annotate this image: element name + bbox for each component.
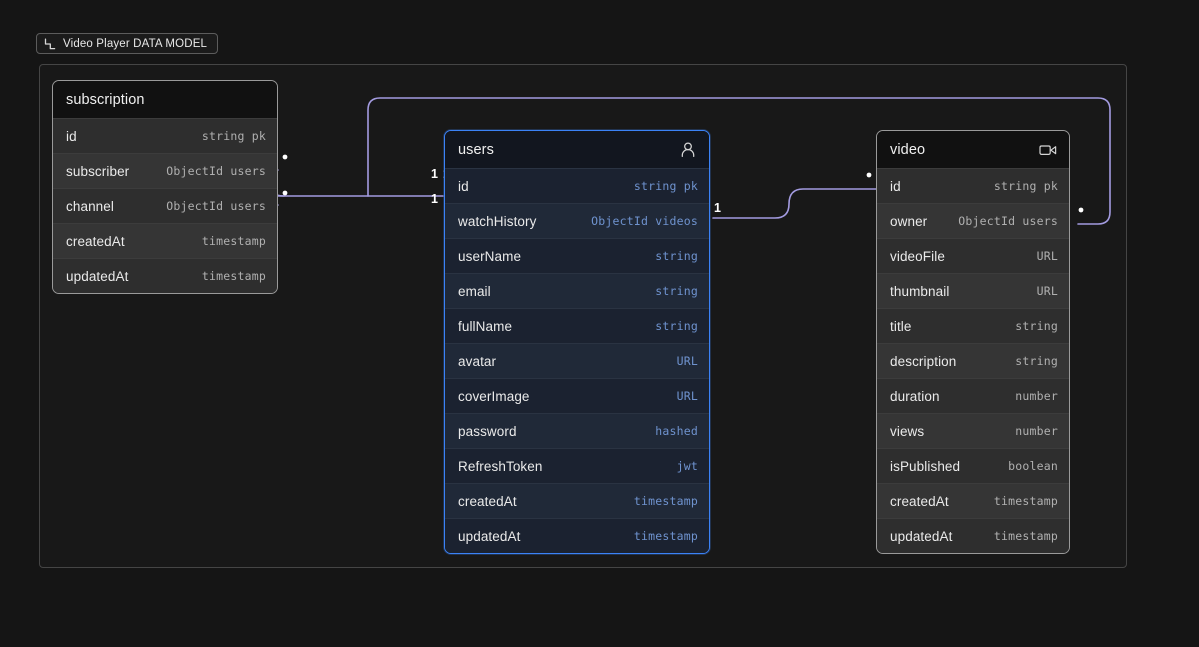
field-type: URL <box>1036 284 1058 298</box>
field-type: jwt <box>676 459 698 473</box>
field-type: string <box>1015 354 1058 368</box>
table-row[interactable]: fullName string <box>445 308 709 343</box>
table-row[interactable]: owner ObjectId users <box>877 203 1069 238</box>
field-name: channel <box>66 198 114 214</box>
table-header: users <box>445 131 709 168</box>
field-name: coverImage <box>458 388 530 404</box>
table-row[interactable]: RefreshToken jwt <box>445 448 709 483</box>
field-name: avatar <box>458 353 497 369</box>
diagram-title-label: Video Player DATA MODEL <box>63 37 208 50</box>
table-row[interactable]: userName string <box>445 238 709 273</box>
table-row[interactable]: email string <box>445 273 709 308</box>
table-row[interactable]: description string <box>877 343 1069 378</box>
field-name: id <box>890 178 901 194</box>
table-title: users <box>458 141 494 158</box>
field-name: createdAt <box>458 493 517 509</box>
table-row[interactable]: updatedAt timestamp <box>53 258 277 293</box>
field-name: createdAt <box>66 233 125 249</box>
table-row[interactable]: updatedAt timestamp <box>877 518 1069 553</box>
field-name: thumbnail <box>890 283 950 299</box>
table-row[interactable]: id string pk <box>877 168 1069 203</box>
field-name: isPublished <box>890 458 961 474</box>
table-row[interactable]: watchHistory ObjectId videos <box>445 203 709 238</box>
field-name: id <box>458 178 469 194</box>
table-row[interactable]: thumbnail URL <box>877 273 1069 308</box>
table-row[interactable]: createdAt timestamp <box>53 223 277 258</box>
step-line-icon <box>44 38 56 49</box>
table-row[interactable]: avatar URL <box>445 343 709 378</box>
field-name: userName <box>458 248 522 264</box>
table-row[interactable]: createdAt timestamp <box>445 483 709 518</box>
field-type: ObjectId users <box>166 164 266 178</box>
field-name: videoFile <box>890 248 945 264</box>
table-title: video <box>890 141 926 158</box>
field-type: timestamp <box>993 529 1058 543</box>
table-row[interactable]: coverImage URL <box>445 378 709 413</box>
field-type: ObjectId videos <box>591 214 698 228</box>
field-name: id <box>66 128 77 144</box>
field-type: timestamp <box>201 269 266 283</box>
user-icon <box>681 141 695 157</box>
field-type: boolean <box>1008 459 1058 473</box>
field-name: duration <box>890 388 940 404</box>
field-name: title <box>890 318 912 334</box>
field-type: number <box>1015 389 1058 403</box>
field-type: string pk <box>993 179 1058 193</box>
cardinality-label: 1 <box>431 167 438 181</box>
field-name: email <box>458 283 491 299</box>
field-type: string pk <box>201 129 266 143</box>
table-row[interactable]: updatedAt timestamp <box>445 518 709 553</box>
table-title: subscription <box>66 91 145 108</box>
table-row[interactable]: id string pk <box>445 168 709 203</box>
field-type: URL <box>676 389 698 403</box>
field-type: number <box>1015 424 1058 438</box>
table-row[interactable]: createdAt timestamp <box>877 483 1069 518</box>
field-type: hashed <box>655 424 698 438</box>
video-camera-icon <box>1039 144 1057 155</box>
field-type: timestamp <box>993 494 1058 508</box>
table-row[interactable]: channel ObjectId users <box>53 188 277 223</box>
table-row[interactable]: password hashed <box>445 413 709 448</box>
table-row[interactable]: subscriber ObjectId users <box>53 153 277 188</box>
table-header: video <box>877 131 1069 168</box>
table-video[interactable]: video id string pk owner ObjectId users … <box>876 130 1070 554</box>
table-row[interactable]: duration number <box>877 378 1069 413</box>
field-name: updatedAt <box>890 528 953 544</box>
field-name: updatedAt <box>66 268 129 284</box>
field-type: timestamp <box>201 234 266 248</box>
field-type: ObjectId users <box>166 199 266 213</box>
field-name: subscriber <box>66 163 130 179</box>
field-name: description <box>890 353 957 369</box>
field-name: password <box>458 423 517 439</box>
table-header: subscription <box>53 81 277 118</box>
table-row[interactable]: isPublished boolean <box>877 448 1069 483</box>
field-type: string pk <box>633 179 698 193</box>
table-row[interactable]: title string <box>877 308 1069 343</box>
field-type: string <box>655 319 698 333</box>
field-type: string <box>655 249 698 263</box>
table-users[interactable]: users id string pk watchHistory ObjectId… <box>444 130 710 554</box>
field-type: timestamp <box>633 529 698 543</box>
table-row[interactable]: views number <box>877 413 1069 448</box>
diagram-title-badge[interactable]: Video Player DATA MODEL <box>36 33 219 54</box>
field-type: URL <box>676 354 698 368</box>
field-type: URL <box>1036 249 1058 263</box>
table-row[interactable]: videoFile URL <box>877 238 1069 273</box>
field-name: owner <box>890 213 928 229</box>
table-subscription[interactable]: subscription id string pk subscriber Obj… <box>52 80 278 294</box>
field-name: updatedAt <box>458 528 521 544</box>
field-name: RefreshToken <box>458 458 543 474</box>
field-name: fullName <box>458 318 513 334</box>
field-name: watchHistory <box>458 213 537 229</box>
field-name: views <box>890 423 925 439</box>
cardinality-label: 1 <box>714 201 721 215</box>
field-type: string <box>1015 319 1058 333</box>
cardinality-label: 1 <box>431 192 438 206</box>
field-type: string <box>655 284 698 298</box>
table-row[interactable]: id string pk <box>53 118 277 153</box>
field-type: timestamp <box>633 494 698 508</box>
field-name: createdAt <box>890 493 949 509</box>
field-type: ObjectId users <box>958 214 1058 228</box>
